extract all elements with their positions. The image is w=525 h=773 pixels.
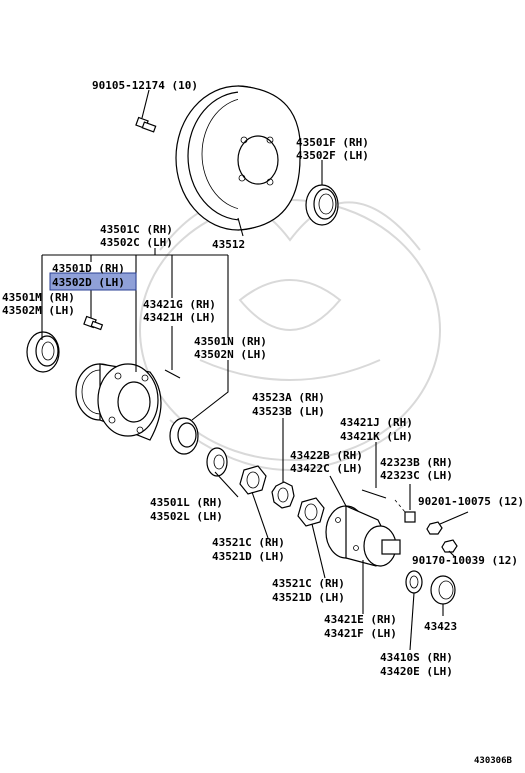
label-stud-g-rh[interactable]: 43421G (RH): [143, 298, 216, 311]
drawing-id: 430306B: [474, 756, 513, 766]
label-bearing-m-lh[interactable]: 43502M (LH): [2, 304, 75, 317]
label-nut-90201[interactable]: 90201-10075 (12): [418, 495, 524, 508]
lock-nut-1-part[interactable]: [239, 465, 267, 495]
label-nut-d-lh[interactable]: 43521D (LH): [212, 550, 285, 563]
label-cone-b-rh[interactable]: 42323B (RH): [380, 456, 453, 469]
label-nut2-c-rh[interactable]: 43521C (RH): [272, 577, 345, 590]
cone-washer-part[interactable]: [404, 511, 416, 523]
nut-90201-part[interactable]: [426, 521, 443, 535]
label-washer-a-rh[interactable]: 43523A (RH): [252, 391, 325, 404]
lock-nut-2-part[interactable]: [297, 497, 325, 527]
nut-90170-part[interactable]: [441, 539, 458, 553]
label-stud-j-rh[interactable]: 43421J (RH): [340, 416, 413, 429]
label-seal-rh[interactable]: 43501F (RH): [296, 136, 369, 149]
label-seal-lh[interactable]: 43502F (LH): [296, 149, 369, 162]
label-washer-b-lh[interactable]: 43523B (LH): [252, 405, 325, 418]
selected-part-highlight: [49, 272, 137, 291]
label-hub-lh[interactable]: 43502C (LH): [100, 236, 173, 249]
stud-j-part[interactable]: [361, 489, 387, 499]
label-stud-d-rh[interactable]: 43501D (RH): [52, 262, 125, 275]
label-stud-f-lh[interactable]: 43421F (LH): [324, 627, 397, 640]
label-flange-lh[interactable]: 43422C (LH): [290, 462, 363, 475]
label-cone-c-lh[interactable]: 42323C (LH): [380, 469, 453, 482]
label-bearing-n-lh[interactable]: 43502N (LH): [194, 348, 267, 361]
drive-flange-part[interactable]: [325, 505, 401, 567]
label-stud-h-lh[interactable]: 43421H (LH): [143, 311, 216, 324]
label-bearing-l-rh[interactable]: 43501L (RH): [150, 496, 223, 509]
label-cap[interactable]: 43423: [424, 620, 457, 633]
bolt-90105-part[interactable]: [135, 116, 157, 133]
label-ring-lh[interactable]: 43420E (LH): [380, 665, 453, 678]
brake-disc-part[interactable]: [175, 85, 301, 231]
label-stud-e-rh[interactable]: 43421E (RH): [324, 613, 397, 626]
bearing-l-part[interactable]: [206, 447, 228, 477]
label-ring-rh[interactable]: 43410S (RH): [380, 651, 453, 664]
oil-seal-part[interactable]: [305, 184, 339, 226]
hub-cap-part[interactable]: [430, 575, 456, 605]
axle-hub-part[interactable]: [75, 363, 162, 441]
bearing-n-part[interactable]: [169, 417, 199, 455]
label-bearing-l-lh[interactable]: 43502L (LH): [150, 510, 223, 523]
lock-washer-part[interactable]: [271, 481, 295, 509]
label-disc[interactable]: 43512: [212, 238, 245, 251]
label-bolt-90105[interactable]: 90105-12174 (10): [92, 79, 198, 92]
part-labels: 90105-12174 (10) 43512 43501F (RH) 43502…: [2, 79, 524, 766]
label-flange-rh[interactable]: 43422B (RH): [290, 449, 363, 462]
hub-bolt-part[interactable]: [83, 315, 104, 331]
leader-lines: [41, 89, 469, 651]
label-nut2-d-lh[interactable]: 43521D (LH): [272, 591, 345, 604]
label-stud-k-lh[interactable]: 43421K (LH): [340, 430, 413, 443]
label-nut-90170[interactable]: 90170-10039 (12): [412, 554, 518, 567]
snap-ring-part[interactable]: [405, 570, 423, 594]
label-bearing-n-rh[interactable]: 43501N (RH): [194, 335, 267, 348]
label-bearing-m-rh[interactable]: 43501M (RH): [2, 291, 75, 304]
label-stud-d-lh[interactable]: 43502D (LH): [52, 276, 125, 289]
bearing-m-part[interactable]: [26, 331, 60, 373]
label-hub-rh[interactable]: 43501C (RH): [100, 223, 173, 236]
label-nut-c-rh[interactable]: 43521C (RH): [212, 536, 285, 549]
stud-g-part[interactable]: [164, 369, 181, 379]
